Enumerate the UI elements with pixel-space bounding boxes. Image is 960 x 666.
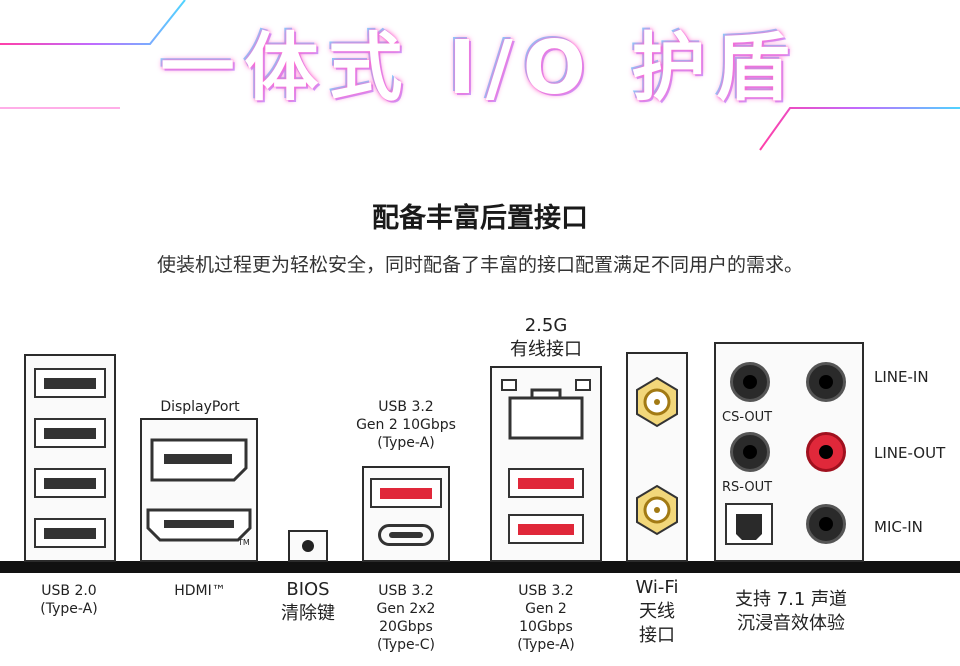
audio-panel: CS-OUT RS-OUT (714, 342, 864, 562)
label-line: USB 3.2 (378, 583, 434, 599)
usb20-label-line: USB 2.0 (41, 583, 97, 599)
usb32-typec-panel (362, 466, 450, 562)
displayport-label: DisplayPort (160, 399, 240, 415)
video-panel: TM (140, 418, 258, 562)
section-subheading: 使装机过程更为轻松安全，同时配备了丰富的接口配置满足不同用户的需求。 (156, 254, 803, 276)
usb-typec-icon (378, 524, 434, 546)
hdmi-icon (146, 508, 252, 542)
audio-jack-line-out (806, 432, 846, 472)
line-out-label: LINE-OUT (874, 444, 946, 462)
usb-typec-slot (389, 532, 423, 538)
audio-label: 支持 7.1 声道 沉浸音效体验 (716, 588, 866, 636)
bios-clear-button (288, 530, 328, 562)
usb20-port (34, 468, 106, 498)
usb32-gen2-label: USB 3.2 Gen 2 10Gbps (Type-A) (484, 582, 608, 654)
section-heading: 配备丰富后置接口 (372, 203, 588, 234)
bios-label-line: BIOS (286, 579, 330, 600)
usb32-typea-port (370, 478, 442, 508)
label-line: 10Gbps (519, 619, 573, 635)
label-line: USB 3.2 (378, 399, 434, 415)
optical-spdif-icon (725, 503, 773, 545)
rs-out-label: RS-OUT (722, 480, 773, 495)
label-line: 支持 7.1 声道 (734, 589, 848, 610)
label-line: Gen 2 10Gbps (356, 417, 456, 433)
io-shield-base (0, 561, 960, 573)
wifi-label: Wi-Fi 天线 接口 (614, 576, 700, 648)
wifi-antenna-icon (636, 376, 678, 536)
usb-slot (44, 528, 96, 539)
usb32-typec-label: USB 3.2 Gen 2x2 20Gbps (Type-C) (346, 582, 466, 654)
label-line: 沉浸音效体验 (737, 613, 845, 634)
bios-button-icon (302, 540, 314, 552)
banner: 一体式 I/O 护盾 (0, 0, 960, 160)
label-line: (Type-C) (377, 637, 435, 653)
cs-out-label: CS-OUT (722, 410, 773, 425)
label-line: 天线 (639, 601, 675, 622)
usb-slot (44, 428, 96, 439)
hdmi-label: HDMI™ (174, 583, 226, 599)
label-line: 20Gbps (379, 619, 433, 635)
displayport-icon (150, 438, 248, 482)
usb-slot (518, 478, 574, 489)
usb-slot (44, 378, 96, 389)
usb32-gen2-port (508, 514, 584, 544)
label-line: Wi-Fi (635, 577, 679, 598)
label-line: (Type-A) (377, 435, 435, 451)
usb20-port (34, 418, 106, 448)
label-line: 接口 (639, 625, 675, 646)
usb20-label: USB 2.0 (Type-A) (14, 582, 124, 618)
usb20-port (34, 518, 106, 548)
audio-jack-mic-in (806, 504, 846, 544)
usb20-label-line: (Type-A) (40, 601, 98, 617)
line-in-label: LINE-IN (874, 368, 929, 386)
audio-jack-line-in (806, 362, 846, 402)
banner-title: 一体式 I/O 护盾 (160, 25, 800, 111)
label-line: Gen 2x2 (376, 601, 436, 617)
usb-slot (518, 524, 574, 535)
audio-jack-cs-out (730, 362, 770, 402)
label-line: 2.5G (524, 315, 568, 336)
usb20-panel (24, 354, 116, 562)
audio-jack-rs-out (730, 432, 770, 472)
lan-usb-panel (490, 366, 602, 562)
wifi-panel (626, 352, 688, 562)
usb20-port (34, 368, 106, 398)
label-line: USB 3.2 (518, 583, 574, 599)
label-line: (Type-A) (517, 637, 575, 653)
mic-in-label: MIC-IN (874, 518, 923, 536)
ethernet-port-icon (501, 379, 591, 440)
lan-top-label: 2.5G 有线接口 (484, 314, 608, 362)
usb32-gen2-port (508, 468, 584, 498)
bios-label-line: 清除键 (281, 603, 335, 624)
label-line: 有线接口 (510, 339, 582, 360)
hdmi-tm-mark: TM (238, 538, 250, 547)
usb-slot (380, 488, 432, 499)
bios-label: BIOS 清除键 (262, 578, 354, 626)
usb-slot (44, 478, 96, 489)
label-line: Gen 2 (525, 601, 567, 617)
banner-decoration (0, 0, 960, 151)
usb32-10g-top-label: USB 3.2 Gen 2 10Gbps (Type-A) (346, 398, 466, 452)
